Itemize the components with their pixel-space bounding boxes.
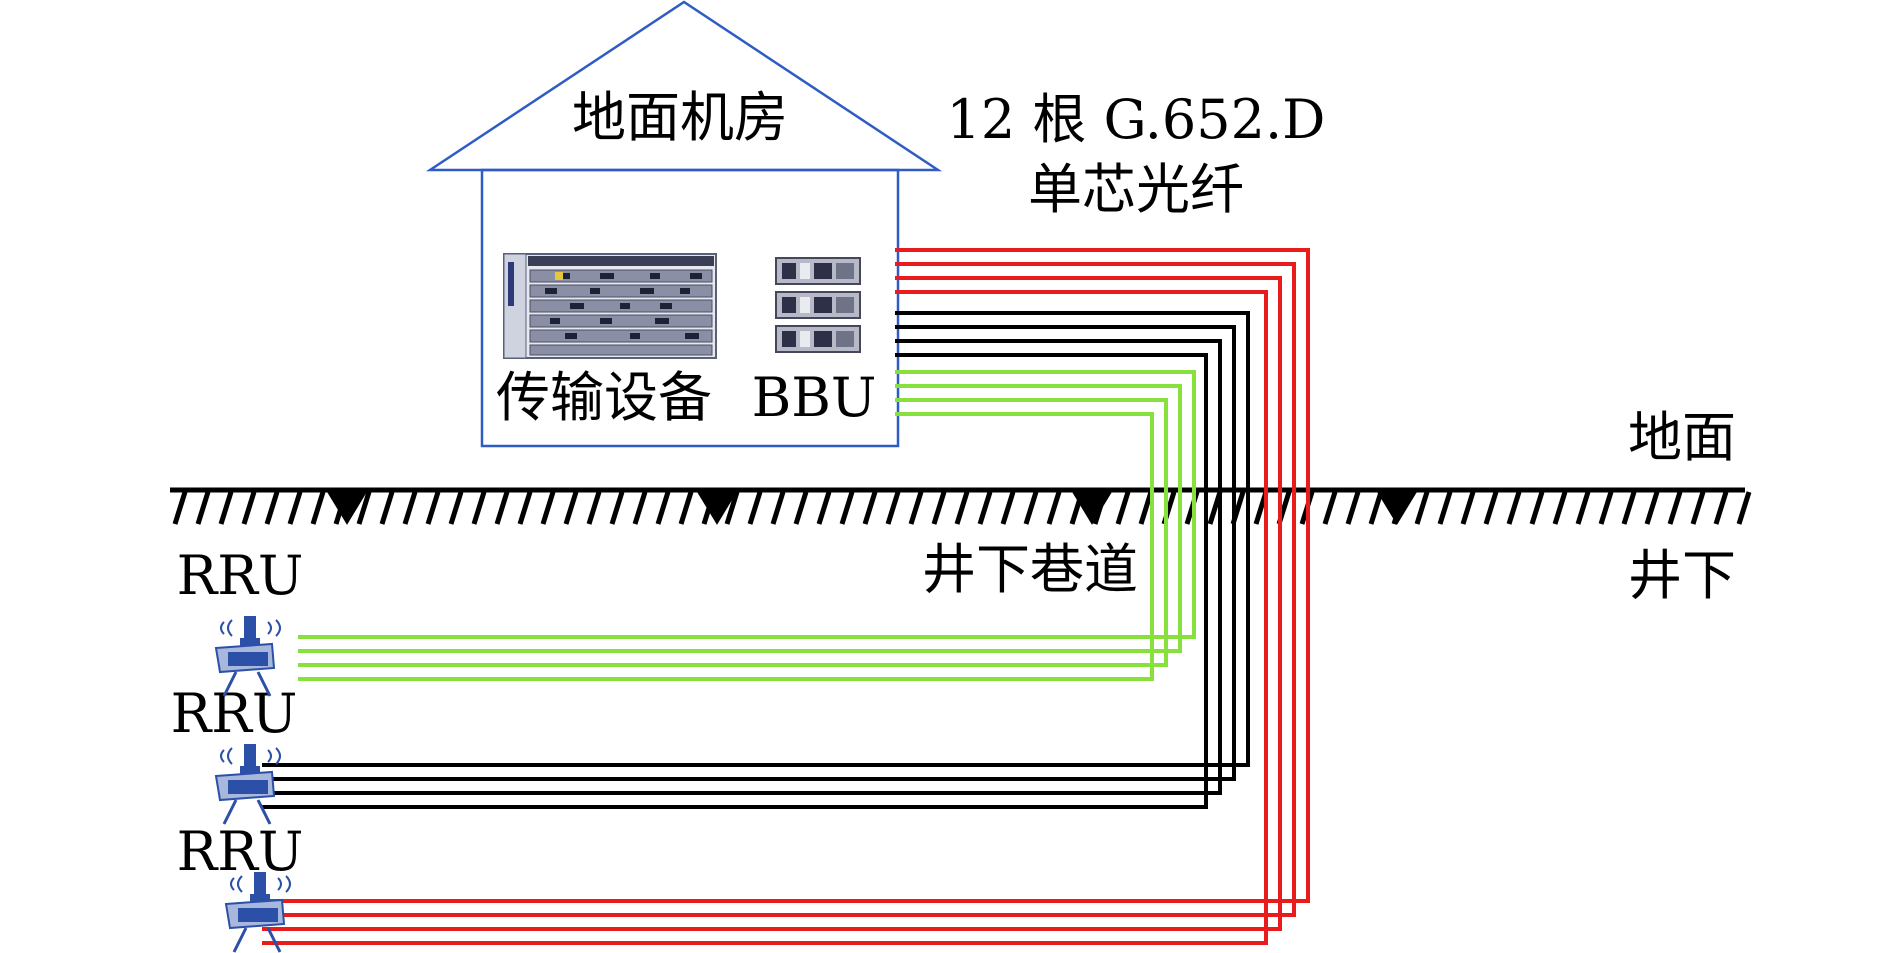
fiber-black-2 <box>262 325 1236 781</box>
ground-hatch-mark <box>1138 491 1154 525</box>
ground-hatch-mark <box>218 491 234 525</box>
ground-hatch-mark <box>1483 491 1499 525</box>
ground-hatch-mark <box>402 491 418 525</box>
ground-hatch-mark <box>494 491 510 525</box>
ground-hatch-mark <box>1621 491 1637 525</box>
ground-hatch-mark <box>1736 491 1752 525</box>
ground-hatch-mark <box>1506 491 1522 525</box>
ground-hatch-mark <box>448 491 464 525</box>
rru-label-1: RRU <box>177 544 304 607</box>
ground-hatch-mark <box>1023 491 1039 525</box>
ground-hatch-wedge <box>1070 489 1114 525</box>
rru-antenna-icon-1 <box>214 616 281 697</box>
ground-hatch-mark <box>1414 491 1430 525</box>
ground-hatch-mark <box>264 491 280 525</box>
house-body <box>480 168 900 448</box>
bbu-label: BBU <box>752 366 877 429</box>
fiber-red-4 <box>262 290 1268 945</box>
ground-hatch-mark <box>839 491 855 525</box>
fiber-black-3 <box>262 339 1222 795</box>
fiber-black-1 <box>262 311 1250 767</box>
ground-hatch-mark <box>1552 491 1568 525</box>
ground-hatch-mark <box>287 491 303 525</box>
ground-hatch-mark <box>908 491 924 525</box>
ground-hatch-mark <box>885 491 901 525</box>
ground-hatch-mark <box>1598 491 1614 525</box>
ground-hatch-mark <box>655 491 671 525</box>
fiber-green-3 <box>298 398 1168 667</box>
ground-hatch-mark <box>1368 491 1384 525</box>
ground-hatch-mark <box>471 491 487 525</box>
house-label: 地面机房 <box>572 86 788 149</box>
ground-hatch-mark <box>1667 491 1683 525</box>
ground-hatch-mark <box>310 491 326 525</box>
ground-hatch-mark <box>1529 491 1545 525</box>
ground-hatch-mark <box>1713 491 1729 525</box>
ground-hatch-wedge <box>1375 489 1419 525</box>
ground-hatch-mark <box>770 491 786 525</box>
ground-hatch-mark <box>977 491 993 525</box>
ground-hatch-mark <box>931 491 947 525</box>
rru-label-2: RRU <box>171 682 298 745</box>
ground-hatch-mark <box>1322 491 1338 525</box>
underground-label: 井下 <box>1628 544 1736 607</box>
ground-hatch-mark <box>356 491 372 525</box>
fiber-red-3 <box>262 276 1282 931</box>
ground-hatch-mark <box>793 491 809 525</box>
ground-hatch-mark <box>1460 491 1476 525</box>
fiber-green-4 <box>298 412 1154 681</box>
ground-hatch-mark <box>632 491 648 525</box>
fiber-green-2 <box>298 384 1182 653</box>
fiber-bundle <box>262 248 1310 945</box>
fiber-label-line2: 单芯光纤 <box>1028 158 1244 221</box>
rru-antenna-icon-2 <box>214 744 281 825</box>
ground-hatch-mark <box>425 491 441 525</box>
ground-hatch-mark <box>1115 491 1131 525</box>
ground-hatch-mark <box>678 491 694 525</box>
ground-hatch-wedge <box>695 489 739 525</box>
tunnel-label: 井下巷道 <box>922 538 1138 601</box>
ground-hatch-mark <box>609 491 625 525</box>
ground-hatch-mark <box>1690 491 1706 525</box>
rru-label-3: RRU <box>177 820 304 883</box>
ground-hatch-mark <box>1437 491 1453 525</box>
rru-antenna-icon-3 <box>224 872 291 953</box>
ground-hatch-mark <box>1046 491 1062 525</box>
ground-hatch-mark <box>1345 491 1361 525</box>
ground-hatch-mark <box>517 491 533 525</box>
ground-hatch-mark <box>862 491 878 525</box>
ground-line <box>170 487 1752 525</box>
transmission-rack-icon <box>503 253 717 359</box>
ground-hatch-mark <box>954 491 970 525</box>
ground-hatch-mark <box>747 491 763 525</box>
ground-hatch-mark <box>1644 491 1660 525</box>
ground-hatch-mark <box>1000 491 1016 525</box>
fiber-red-2 <box>262 262 1296 917</box>
ground-hatch-mark <box>241 491 257 525</box>
fiber-red-1 <box>262 248 1310 903</box>
fiber-black-4 <box>262 353 1208 809</box>
ground-equipment-room: 地面机房 <box>425 0 943 448</box>
ground-hatch-wedge <box>325 489 369 525</box>
ground-hatch-mark <box>172 491 188 525</box>
ground-hatch-mark <box>724 491 740 525</box>
transmission-label: 传输设备 <box>496 366 712 429</box>
ground-hatch-mark <box>1575 491 1591 525</box>
ground-hatch-mark <box>563 491 579 525</box>
ground-hatch-mark <box>379 491 395 525</box>
ground-hatch-mark <box>586 491 602 525</box>
ground-label: 地面 <box>1628 406 1736 469</box>
ground-hatch-mark <box>540 491 556 525</box>
fiber-green-1 <box>298 370 1196 639</box>
bbu-unit-icon <box>775 257 861 353</box>
ground-hatch-mark <box>816 491 832 525</box>
fiber-label-line1: 12 根 G.652.D <box>947 88 1326 151</box>
ground-hatch-mark <box>195 491 211 525</box>
